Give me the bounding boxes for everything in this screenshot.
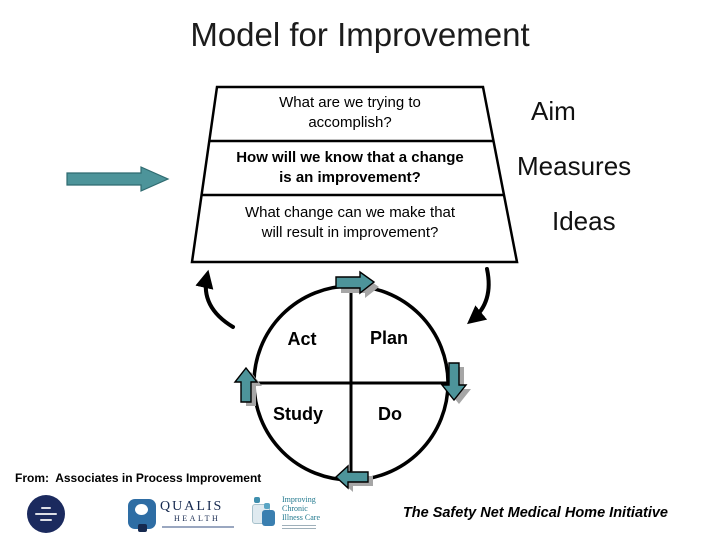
funnel-row-1-label: What are we trying to accomplish? bbox=[279, 94, 421, 131]
cycle-arrow-bottom bbox=[334, 464, 373, 492]
qualis-subname: HEALTH bbox=[174, 514, 221, 523]
commonwealth-fund-logo bbox=[27, 495, 65, 533]
icic-figures-icon bbox=[252, 495, 279, 531]
study-label: Study bbox=[272, 404, 323, 424]
funnel-row-3-label: What change can we make that will result… bbox=[244, 204, 456, 241]
slide-title: Model for Improvement bbox=[190, 16, 530, 53]
plan-label: Plan bbox=[369, 328, 408, 348]
attribution-text: From: Associates in Process Improvement bbox=[15, 471, 262, 485]
improving-chronic-illness-care-logo: Improving Chronic Illness Care bbox=[252, 495, 332, 537]
cycle-arrow-top bbox=[335, 270, 379, 298]
measures-label: Measures bbox=[517, 151, 632, 181]
funnel-row-2-label: How will we know that a change is an imp… bbox=[236, 149, 464, 186]
icic-tagline-line bbox=[282, 525, 316, 526]
cycle-arrow-right bbox=[440, 362, 471, 404]
qualis-health-logo: QUALIS HEALTH bbox=[128, 499, 234, 537]
act-label: Act bbox=[287, 329, 317, 349]
icic-name: Improving Chronic Illness Care bbox=[282, 495, 320, 522]
left-curved-arrow bbox=[195, 269, 235, 329]
qualis-q-icon bbox=[128, 499, 156, 532]
cycle-arrow-left bbox=[233, 366, 262, 406]
qualis-name: QUALIS bbox=[160, 499, 224, 514]
do-label: Do bbox=[378, 404, 402, 424]
seal-text-line bbox=[41, 507, 51, 509]
ideas-label: Ideas bbox=[552, 206, 616, 236]
seal-text-line bbox=[35, 513, 57, 515]
seal-text-line bbox=[40, 519, 52, 521]
qualis-tagline-line bbox=[162, 526, 234, 528]
icic-tagline-line bbox=[282, 527, 316, 529]
funnel-outline bbox=[190, 85, 519, 264]
right-curved-arrow bbox=[467, 267, 491, 325]
input-arrow bbox=[66, 166, 170, 192]
aim-label: Aim bbox=[531, 96, 576, 126]
initiative-text: The Safety Net Medical Home Initiative bbox=[402, 505, 668, 521]
